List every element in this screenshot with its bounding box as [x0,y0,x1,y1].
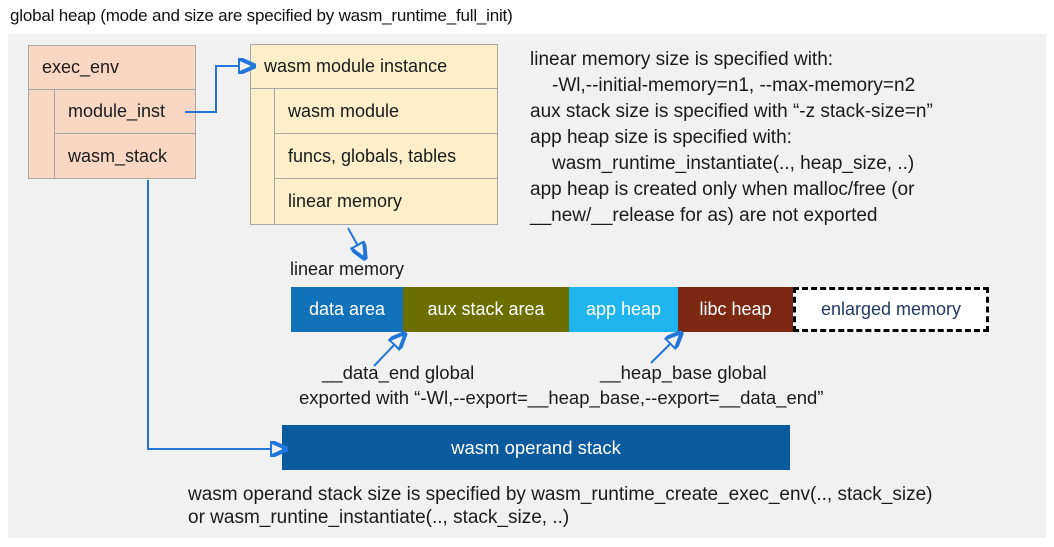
module-instance-box: wasm module instance wasm module funcs, … [250,44,498,225]
segment-app-heap: app heap [569,287,678,332]
export-flags-note: exported with “-Wl,--export=__heap_base,… [299,387,824,408]
module-instance-field-funcs-globals-tables: funcs, globals, tables [274,134,497,179]
note-line: -Wl,--initial-memory=n1, --max-memory=n2 [552,75,916,96]
segment-libc-heap: libc heap [678,287,793,332]
wasm-operand-stack-bar: wasm operand stack [282,425,790,470]
exec-env-box: exec_env module_inst wasm_stack [28,45,196,179]
segment-data-area: data area [291,287,403,332]
operand-stack-note-line2: or wasm_runtine_instantiate(.., stack_si… [188,507,570,528]
data-end-global-label: __data_end global [322,362,475,383]
exec-env-fields: module_inst wasm_stack [54,90,195,178]
module-instance-field-linear-memory: linear memory [274,179,497,224]
note-line: aux stack size is specified with “-z sta… [530,101,933,122]
module-instance-fields: wasm module funcs, globals, tables linea… [274,89,497,224]
note-line: app heap size is specified with: [530,127,792,148]
exec-env-field-module-inst: module_inst [54,90,195,134]
linear-memory-bar: data area aux stack area app heap libc h… [291,287,989,332]
module-instance-field-wasm-module: wasm module [274,89,497,134]
linear-memory-label: linear memory [290,259,405,279]
exec-env-title: exec_env [29,46,195,90]
note-line: linear memory size is specified with: [530,49,834,70]
note-line: __new/__release for as) are not exported [530,205,878,226]
operand-stack-note: wasm operand stack size is specified by … [188,483,933,529]
diagram-title: global heap (mode and size are specified… [10,6,513,25]
heap-base-global-label: __heap_base global [600,362,767,383]
note-line: wasm_runtime_instantiate(.., heap_size, … [552,153,915,174]
exec-env-field-wasm-stack: wasm_stack [54,134,195,178]
note-line: app heap is created only when malloc/fre… [530,179,915,200]
segment-enlarged-memory: enlarged memory [793,287,989,332]
operand-stack-note-line1: wasm operand stack size is specified by … [188,484,933,505]
module-instance-title: wasm module instance [251,45,497,89]
segment-aux-stack-area: aux stack area [403,287,569,332]
memory-config-notes: linear memory size is specified with: -W… [530,47,933,229]
